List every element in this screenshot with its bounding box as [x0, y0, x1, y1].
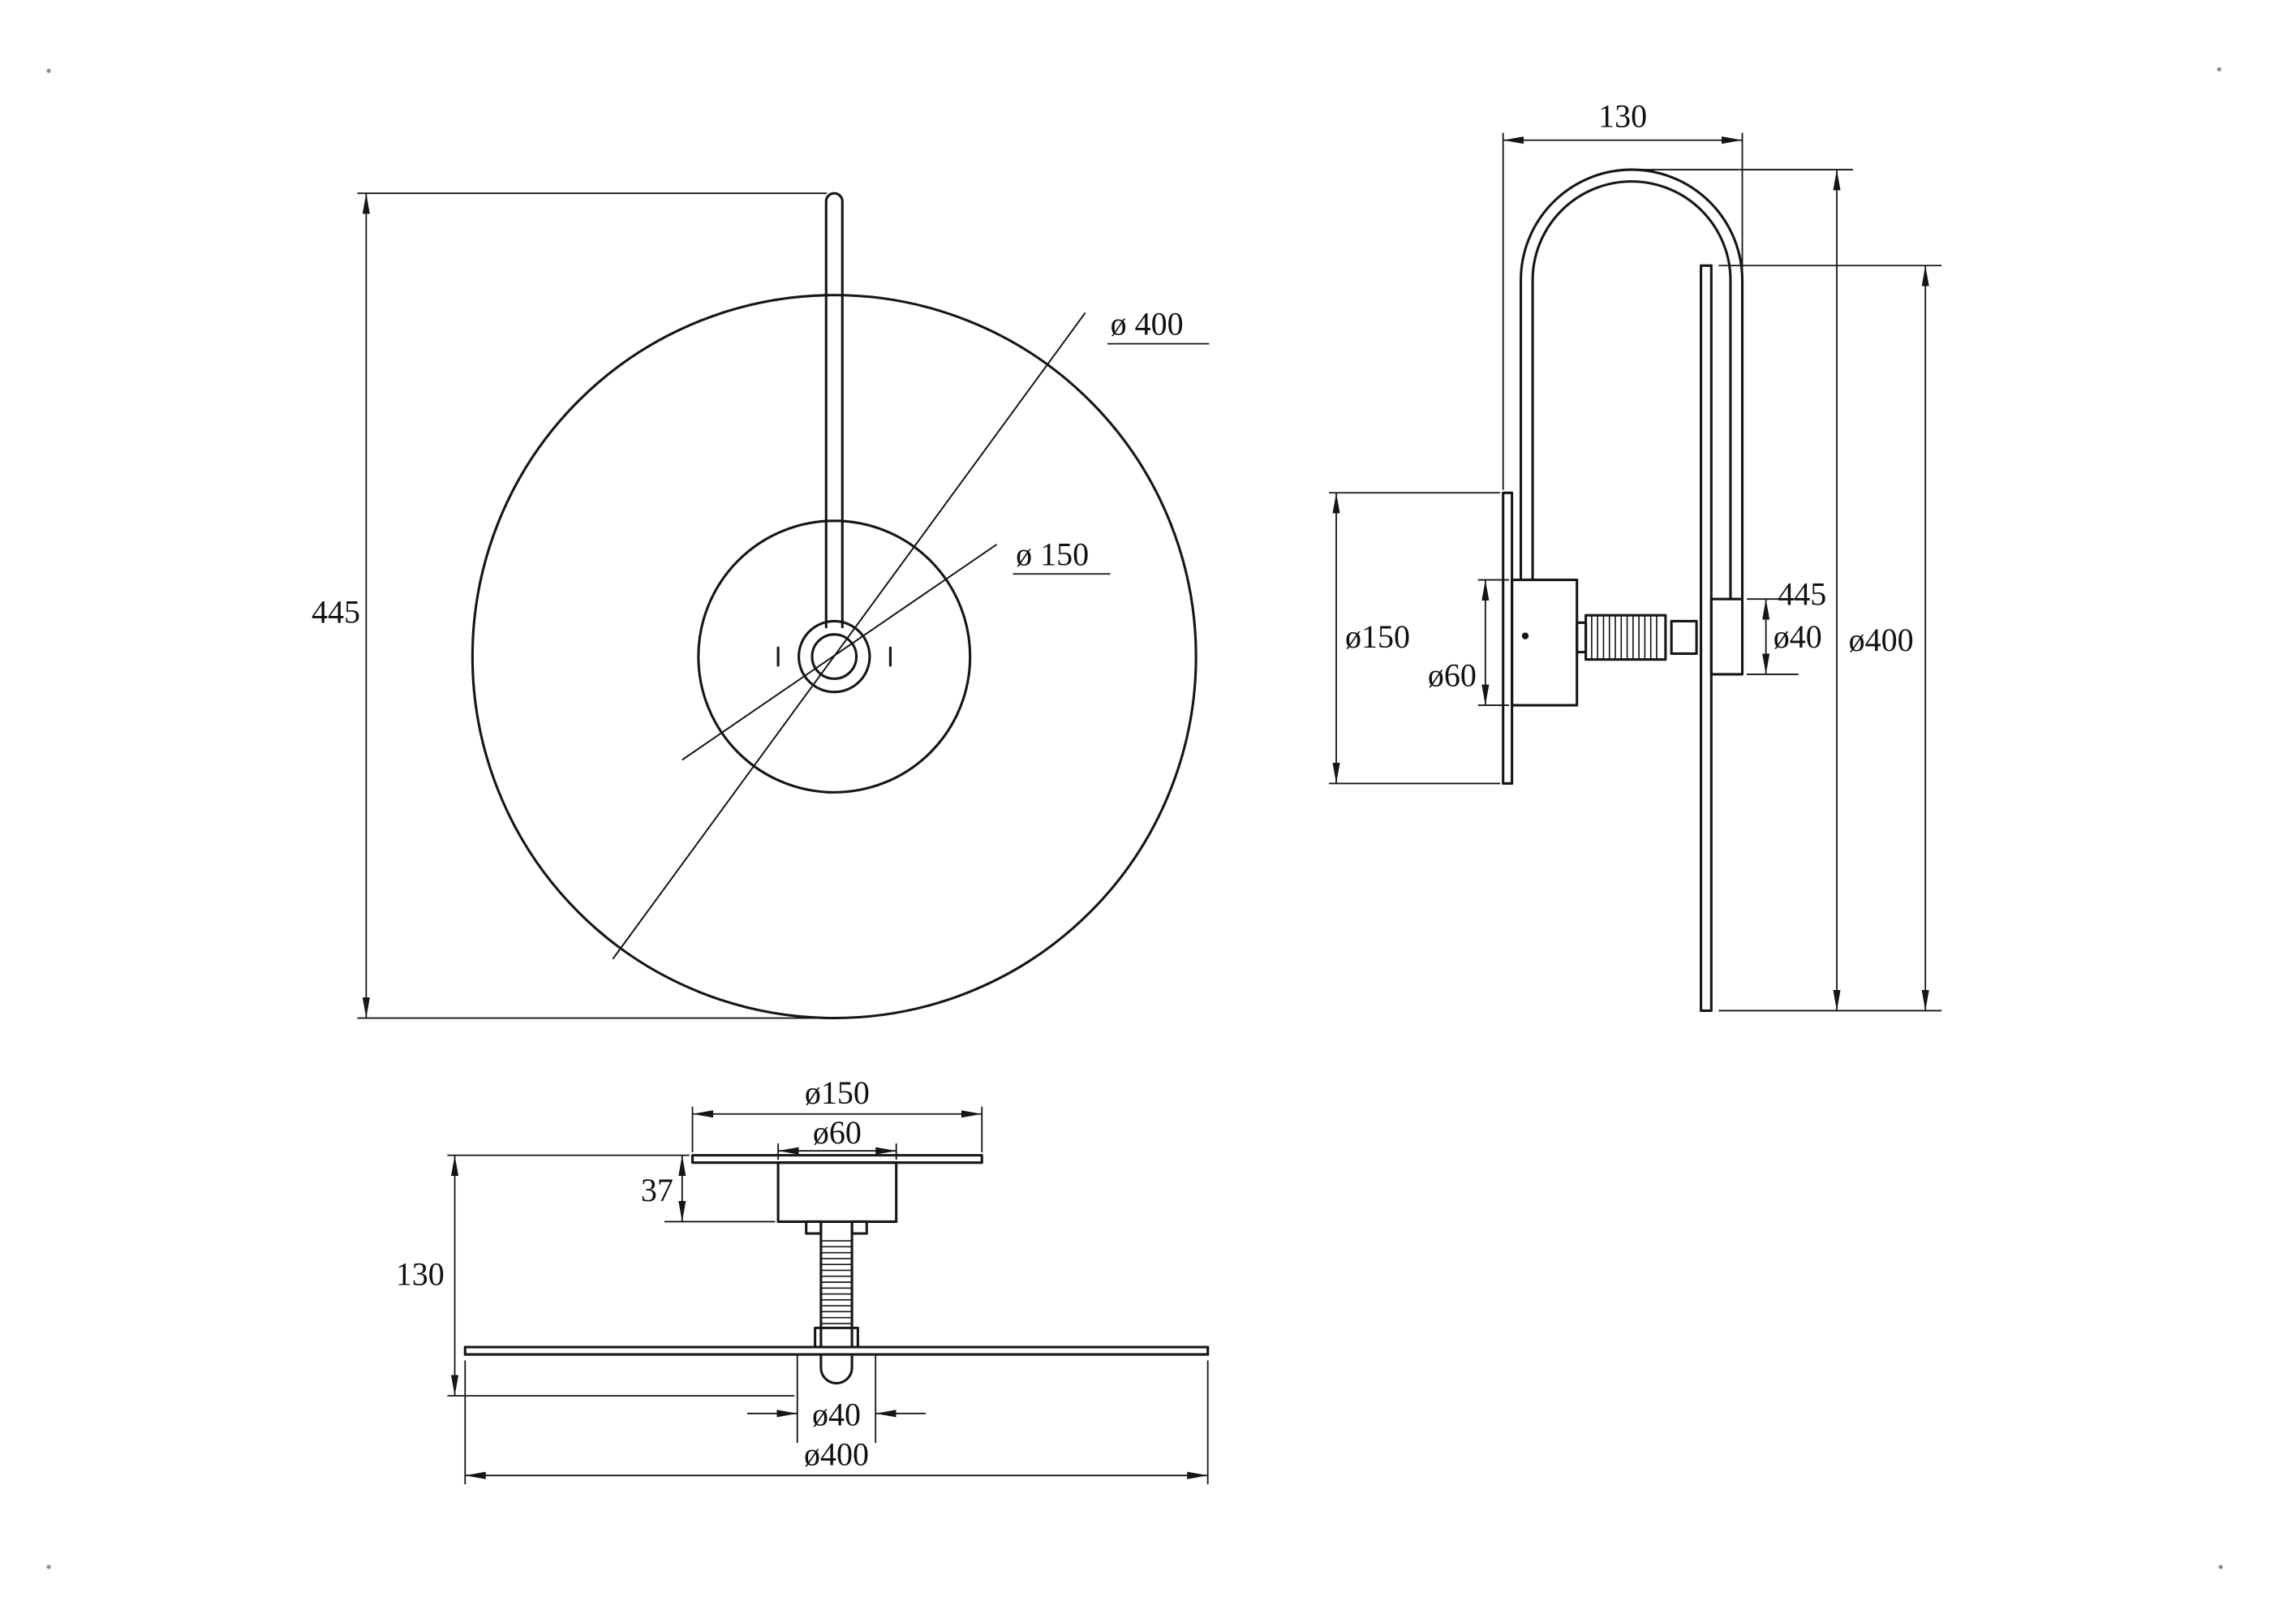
side-plate-diameter-label: ø150 [1345, 618, 1410, 655]
side-threaded-rod [1584, 613, 1698, 661]
front-outer-diameter-label: ø 400 [1111, 306, 1184, 342]
side-housing [1511, 579, 1588, 707]
bottom-tube-diameter-dimension: ø40 [746, 1354, 927, 1444]
side-disc-edge [1700, 264, 1744, 1012]
front-inner-diameter-leader: ø 150 [681, 536, 1111, 761]
front-height-dimension: 445 [312, 192, 828, 1019]
side-depth-label: 130 [1598, 97, 1647, 134]
side-height-label: 445 [1778, 575, 1826, 612]
side-wall-plate [1502, 491, 1514, 785]
front-stem-rod [824, 192, 844, 629]
front-height-label: 445 [312, 593, 360, 630]
bottom-hub-diameter-dimension: ø60 [777, 1114, 897, 1160]
bottom-plate-diameter-dimension: ø150 [691, 1074, 983, 1152]
front-view: ø 400 ø 150 445 [312, 192, 1210, 1020]
bottom-threaded-rod [814, 1220, 859, 1385]
registration-marks [46, 67, 2223, 1569]
bottom-hub-diameter-label: ø60 [813, 1114, 862, 1151]
side-hub-diameter-dimension: ø60 [1428, 579, 1509, 706]
side-tube-diameter-label: ø40 [1774, 618, 1822, 655]
bottom-plate-diameter-label: ø150 [805, 1074, 870, 1111]
front-inner-diameter-label: ø 150 [1016, 536, 1089, 572]
side-gooseneck-arm [1519, 168, 1744, 601]
bottom-hub-height-label: 37 [641, 1172, 673, 1208]
bottom-depth-label: 130 [396, 1256, 445, 1293]
front-outer-diameter-leader: ø 400 [612, 306, 1210, 960]
side-view: 130 ø150 ø60 ø40 445 [1328, 97, 1942, 1012]
side-depth-dimension: 130 [1502, 97, 1743, 490]
side-height-dimension: 445 [1634, 169, 1942, 1012]
bottom-tube-diameter-label: ø40 [812, 1396, 861, 1432]
bottom-disc-edge [463, 1345, 1210, 1356]
side-plate-diameter-dimension: ø150 [1328, 492, 1501, 785]
side-tube-diameter-dimension: ø40 [1746, 598, 1822, 675]
side-hub-diameter-label: ø60 [1428, 657, 1477, 693]
bottom-disc-diameter-label: ø400 [804, 1436, 869, 1472]
front-disc-outline [471, 294, 1197, 1020]
bottom-view: ø150 ø60 37 130 ø40 [396, 1074, 1210, 1485]
bottom-hub-height-dimension: 37 [641, 1155, 776, 1223]
bottom-housing [776, 1161, 898, 1235]
bottom-disc-diameter-dimension: ø400 [464, 1360, 1209, 1485]
side-disc-diameter-label: ø400 [1849, 622, 1914, 658]
side-disc-diameter-dimension: ø400 [1718, 265, 1942, 1011]
bottom-depth-dimension: 130 [396, 1154, 795, 1397]
